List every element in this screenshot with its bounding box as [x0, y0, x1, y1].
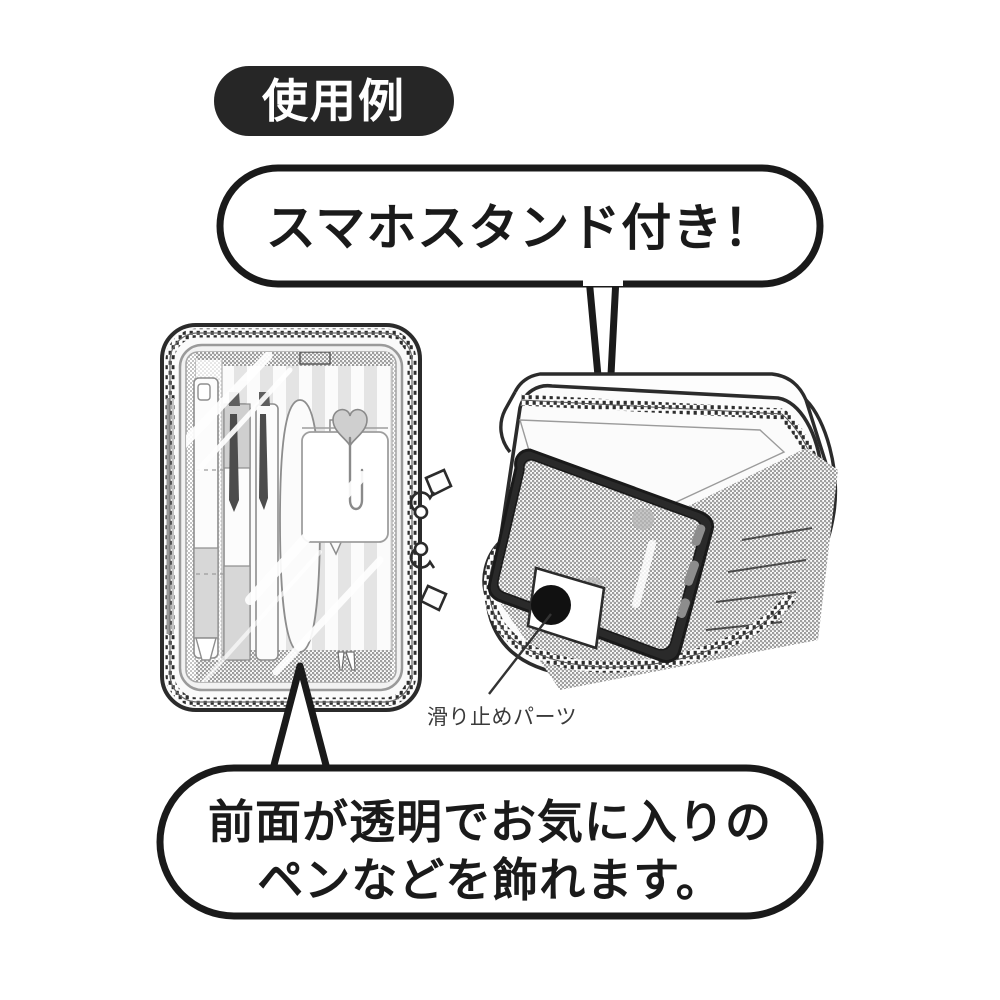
non-slip-caption: 滑り止めパーツ [427, 705, 577, 729]
usage-example-badge: 使用例 [214, 66, 454, 136]
phone-button-2 [683, 560, 700, 586]
stand-back-shell-left [499, 391, 517, 454]
case-top-band [196, 352, 392, 366]
bottom-bubble-tail-outline [264, 662, 336, 789]
phone-button-3 [676, 598, 690, 618]
zipper-pull-upper [409, 468, 453, 520]
pen-ballpoint-2 [255, 392, 279, 661]
top-bubble-tail-join [583, 272, 623, 286]
stand-zipper-top-line [520, 399, 783, 415]
badge-background [214, 66, 454, 136]
bottom-bubble-tail-join [250, 772, 352, 788]
non-slip-leader-line [488, 613, 552, 695]
pen-case-illustration [160, 323, 453, 712]
pen-ballpoint-1 [223, 392, 251, 661]
zipper-pull-lower [409, 541, 448, 612]
top-bubble-body [216, 164, 824, 288]
phone-camera-top [632, 508, 654, 530]
phone-screen-glare [632, 540, 656, 608]
badge-label: 使用例 [262, 74, 406, 128]
bottom-bubble-line-2: ペンなどを飾れます。 [257, 853, 722, 907]
bottom-bubble-tail-fill [262, 660, 338, 790]
case-inner-zipper-head [299, 352, 331, 365]
heart-icon [332, 408, 368, 449]
phone-stand-illustration [482, 372, 838, 695]
top-speech-bubble: スマホスタンド付き！ [216, 164, 824, 456]
phone-button-1 [691, 524, 706, 546]
top-bubble-label: スマホスタンド付き！ [266, 199, 775, 257]
bottom-bubble-body [156, 764, 824, 920]
bottom-speech-bubble: 前面が透明でお気に入りの ペンなどを飾れます。 [156, 660, 824, 920]
pocket-hook [348, 436, 364, 511]
non-slip-part-marker [531, 585, 571, 625]
bottom-bubble-line-1: 前面が透明でお気に入りの [208, 795, 772, 849]
case-contents [186, 352, 393, 682]
pen-marker [193, 377, 219, 661]
case-bottom-pleat [337, 651, 356, 671]
clear-front-glare [186, 352, 384, 682]
